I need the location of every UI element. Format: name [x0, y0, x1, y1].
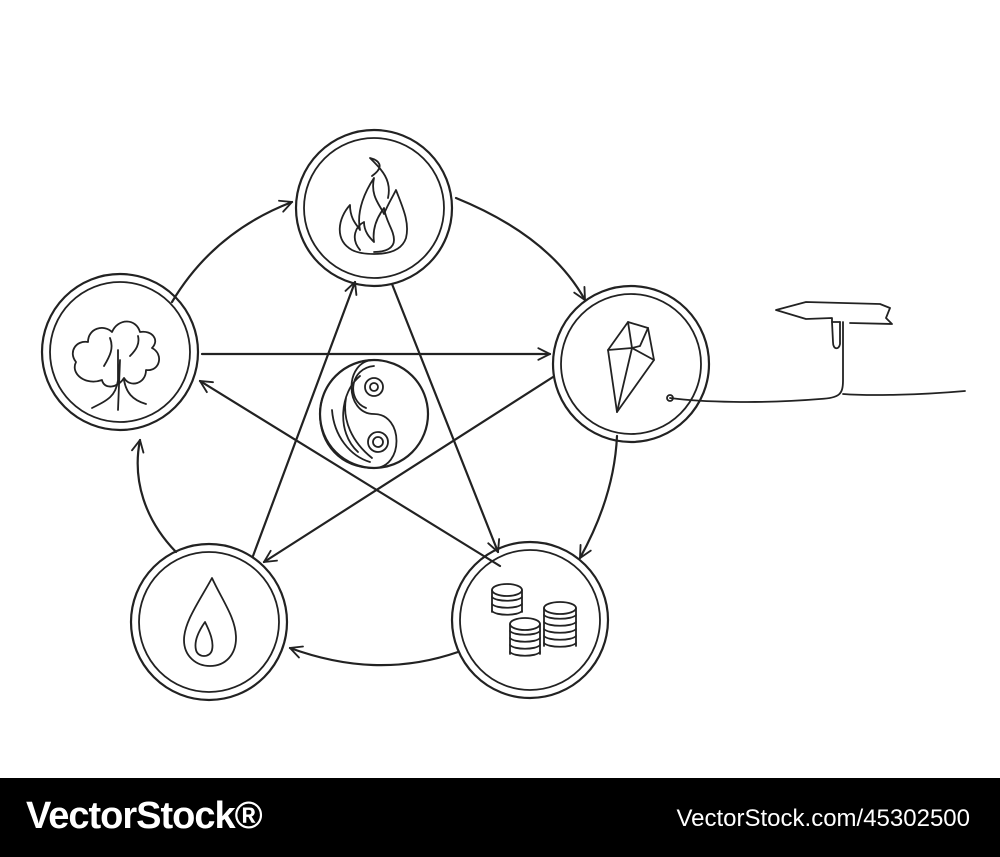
watermark-bar: VectorStock® VectorStock.com/45302500 — [0, 778, 1000, 857]
element-water — [129, 542, 289, 702]
arc-wood-to-fire — [170, 202, 292, 304]
arc-metal-to-earth — [578, 434, 619, 558]
star-arrows — [200, 282, 555, 568]
element-wood — [40, 272, 200, 432]
arc-fire-to-metal — [454, 196, 587, 300]
arc-earth-to-water — [290, 648, 460, 667]
element-metal — [551, 284, 711, 444]
yin-yang-icon — [318, 358, 430, 470]
line-earth-to-wood — [200, 379, 502, 568]
line-metal-to-water — [264, 375, 555, 562]
element-fire — [294, 128, 454, 288]
crystal-icon — [607, 321, 655, 413]
tree-icon — [71, 320, 160, 411]
line-fire-to-earth — [390, 282, 498, 552]
image-id: VectorStock.com/45302500 — [676, 805, 970, 832]
signpost-icon — [669, 301, 966, 403]
five-elements-diagram — [40, 128, 966, 702]
element-earth — [450, 540, 610, 700]
coins-icon — [491, 583, 577, 657]
line-water-to-fire — [251, 282, 355, 558]
arc-water-to-wood — [138, 440, 178, 554]
water-drop-icon — [183, 577, 237, 667]
cycle-arrows — [138, 196, 619, 667]
brand-logo: VectorStock® — [26, 795, 263, 837]
flame-icon — [338, 157, 408, 255]
